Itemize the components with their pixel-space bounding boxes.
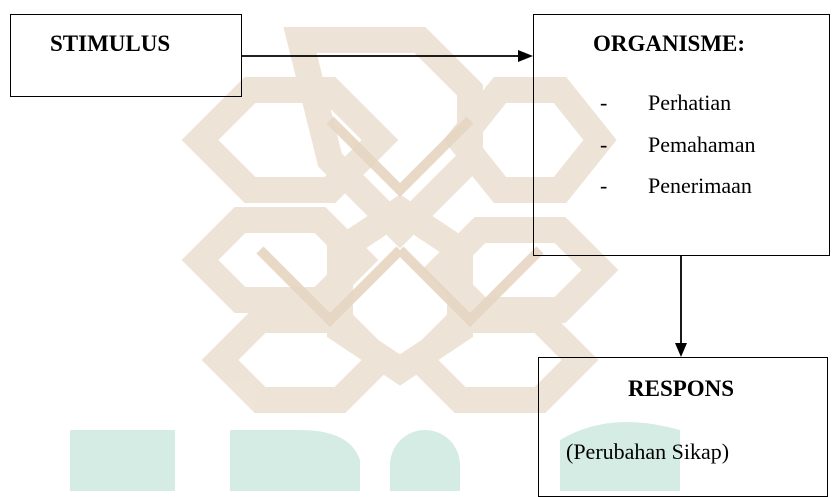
stimulus-title: STIMULUS (50, 31, 171, 56)
list-dash: - (600, 132, 608, 157)
organisme-title: ORGANISME: (593, 31, 746, 56)
organisme-item-label: Pemahaman (648, 132, 756, 157)
stimulus-box (10, 14, 242, 97)
respons-title: RESPONS (628, 376, 735, 401)
organisme-item-label: Perhatian (648, 90, 732, 115)
organisme-box (533, 14, 830, 256)
organisme-item-label: Penerimaan (648, 173, 752, 198)
arrow-head-down (675, 343, 687, 357)
list-dash: - (600, 90, 608, 115)
list-dash: - (600, 173, 608, 198)
respons-subtitle: (Perubahan Sikap) (566, 439, 730, 464)
arrow-head-right (518, 50, 533, 62)
